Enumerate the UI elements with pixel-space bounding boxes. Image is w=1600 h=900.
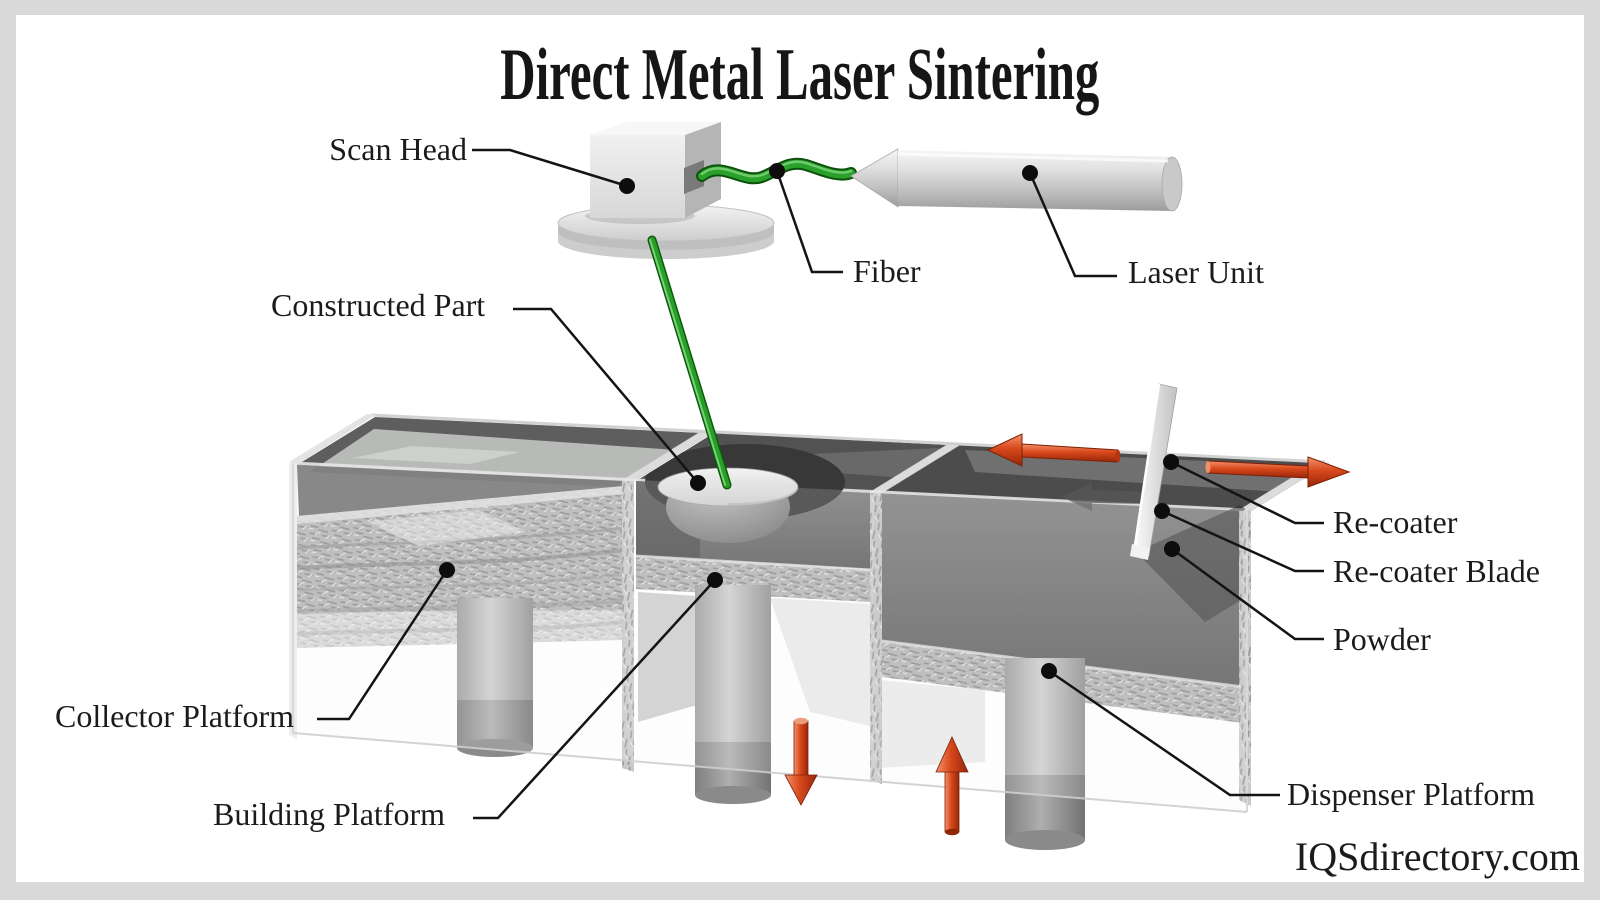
label-powder: Powder	[1333, 621, 1431, 657]
leader-constructed-part	[513, 307, 699, 484]
scanhead-cube-front	[590, 135, 685, 218]
divider1-front-strip	[622, 481, 634, 772]
page-title: Direct Metal Laser Sintering	[500, 34, 1100, 116]
building-inner-wall-left	[638, 592, 697, 722]
glass-front-wall	[292, 463, 1248, 813]
dispenser-inner-wall	[878, 680, 985, 768]
label-re-coater: Re-coater	[1333, 504, 1458, 540]
collector-piston	[457, 598, 533, 757]
leader-dispenser-platform	[1048, 669, 1280, 797]
label-laser-unit: Laser Unit	[1128, 254, 1264, 290]
building-platform-down-arrow-icon	[784, 717, 818, 806]
leader-re-coater-blade	[1161, 509, 1324, 573]
recoater-move-left-arrow-icon	[986, 433, 1121, 467]
laser-body	[898, 150, 1182, 211]
leader-fiber	[775, 170, 843, 274]
recoater-blade	[1130, 383, 1178, 560]
divider2-front-strip	[870, 493, 882, 784]
leader-building-platform	[473, 579, 716, 820]
recoater-move-right-arrow-icon	[1205, 456, 1351, 488]
leader-re-coater	[1170, 460, 1324, 525]
powder-push-left-arrow-icon	[1062, 483, 1150, 511]
page-title-wrap: Direct Metal Laser Sintering	[0, 38, 1600, 112]
laser-endcap	[1161, 156, 1183, 212]
leader-powder	[1171, 547, 1324, 641]
left-wall-top	[289, 414, 376, 464]
collector-surface-sheen	[352, 446, 520, 464]
dispenser-platform-up-arrow-icon	[935, 736, 969, 836]
fiber-connector	[684, 160, 704, 194]
leader-lines	[317, 148, 1324, 820]
label-collector-platform: Collector Platform	[55, 698, 295, 734]
scanhead-cube-top	[590, 122, 721, 135]
dispenser-powder-surface	[965, 450, 1315, 492]
building-inner-wall-right	[770, 598, 870, 726]
building-piston	[695, 585, 771, 804]
collector-powder-band	[296, 486, 625, 648]
machine-body	[289, 413, 1330, 850]
scan-head-unit	[557, 122, 775, 259]
leader-laser-unit	[1028, 172, 1117, 278]
label-building-platform: Building Platform	[213, 796, 445, 832]
label-scan-head: Scan Head	[329, 131, 467, 167]
laser-highlight	[897, 152, 1169, 163]
leader-scan-head	[472, 148, 628, 188]
scanhead-disc-rim2	[558, 232, 774, 259]
scanhead-disc-rim	[558, 223, 774, 250]
collector-front-dark	[297, 465, 624, 517]
laser-beam	[647, 235, 732, 490]
laser-unit	[850, 148, 1183, 212]
label-dispenser-platform: Dispenser Platform	[1287, 776, 1535, 812]
dispenser-piston	[1005, 658, 1085, 850]
leader-collector-platform	[317, 569, 449, 721]
watermark: IQSdirectory.com	[1294, 834, 1580, 879]
leader-dots	[439, 163, 1180, 679]
label-fiber: Fiber	[853, 253, 921, 289]
laser-cone	[850, 148, 899, 208]
building-platform-band	[635, 554, 871, 602]
label-constructed-part: Constructed Part	[271, 287, 486, 323]
part-disc-shade	[728, 487, 798, 506]
label-re-coater-blade: Re-coater Blade	[1333, 553, 1540, 589]
